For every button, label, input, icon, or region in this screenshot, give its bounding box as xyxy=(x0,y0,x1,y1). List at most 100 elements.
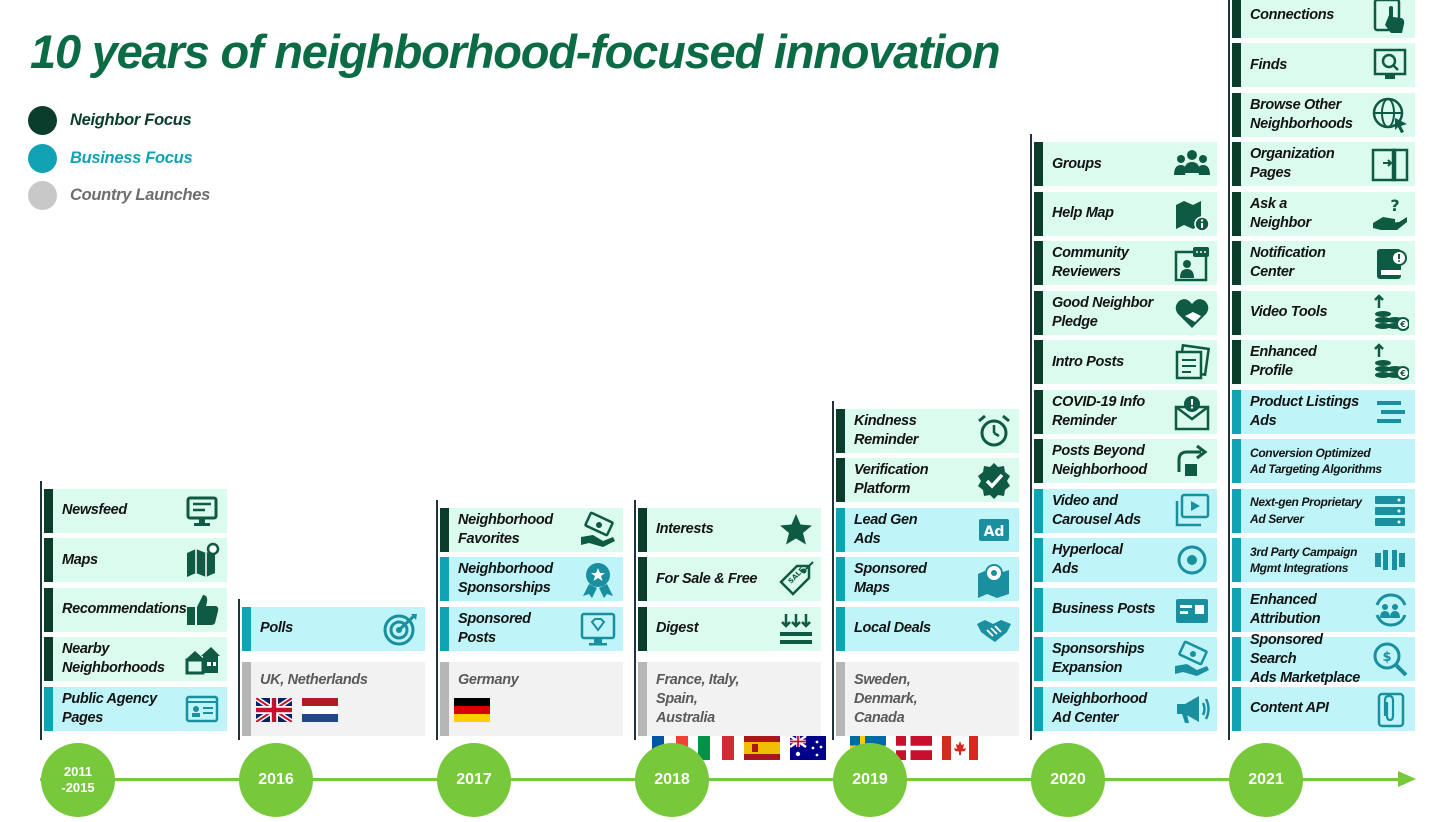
year-marker: 2016 xyxy=(239,743,313,817)
spain-flag-icon xyxy=(744,736,780,760)
mail-alert-icon xyxy=(1174,395,1210,430)
target-icon xyxy=(383,613,417,645)
feature-label: UK, Netherlands xyxy=(260,672,368,688)
category-bar xyxy=(1232,637,1241,681)
feature-label: Groups xyxy=(1052,155,1102,172)
globe-cursor-icon xyxy=(1372,97,1407,133)
category-bar xyxy=(836,662,845,736)
ad-badge-icon: Ad xyxy=(979,518,1009,541)
coin-stack-icon: € xyxy=(1374,293,1409,331)
feature-conversion-optimized-ad-targeting-algorithms: Conversion Optimized Ad Targeting Algori… xyxy=(1232,439,1415,483)
feature-polls: Polls xyxy=(242,606,425,651)
category-bar xyxy=(1034,488,1043,533)
thumbs-up-icon xyxy=(187,594,219,625)
feature-label: Ask a Neighbor xyxy=(1250,195,1311,231)
money-hand-icon xyxy=(1175,640,1209,676)
column-divider xyxy=(238,598,240,740)
feature-label: Connections xyxy=(1250,7,1334,23)
year-marker: 2018 xyxy=(635,743,709,817)
feature-groups: Groups xyxy=(1034,142,1217,186)
category-bar xyxy=(1232,142,1241,186)
category-bar xyxy=(1034,241,1043,285)
column-divider xyxy=(634,499,636,740)
feature-label: Local Deals xyxy=(854,620,931,636)
category-bar xyxy=(1232,340,1241,384)
column-divider xyxy=(1030,134,1032,740)
feature-finds: Finds xyxy=(1232,43,1415,87)
feature-good-neighbor-pledge: Good Neighbor Pledge xyxy=(1034,290,1217,335)
feature-label: Enhanced Profile xyxy=(1250,344,1317,379)
monitor-icon xyxy=(186,496,218,526)
feature-label: Business Posts xyxy=(1052,601,1156,617)
feature-sponsored-posts: Sponsored Posts xyxy=(440,606,623,651)
feature-label: Neighborhood Favorites xyxy=(458,511,553,547)
category-bar xyxy=(638,606,647,651)
flag-row xyxy=(652,736,836,760)
feature-interests: Interests xyxy=(638,507,821,552)
netherlands-flag-icon xyxy=(302,698,338,722)
feature-label: COVID-19 Info Reminder xyxy=(1052,393,1145,429)
coin-stack-icon: € xyxy=(1374,343,1409,380)
feature-organization-pages: Organization Pages xyxy=(1232,142,1415,186)
feature-connections: Connections xyxy=(1232,0,1415,38)
feature-label: Kindness Reminder xyxy=(854,412,919,448)
australia-flag-icon xyxy=(790,736,826,760)
feature-enhanced-profile: Enhanced Profile € xyxy=(1232,340,1415,384)
legend-label: Business Focus xyxy=(70,148,193,167)
feature-label: Video and Carousel Ads xyxy=(1052,492,1141,528)
feature-covid-19-info-reminder: COVID-19 Info Reminder xyxy=(1034,389,1217,434)
denmark-flag-icon xyxy=(896,736,932,760)
business-card-icon xyxy=(1176,598,1208,623)
column-divider xyxy=(832,400,834,740)
feature-label: Sponsored Maps xyxy=(854,561,927,596)
category-bar xyxy=(44,686,53,731)
category-bar xyxy=(44,488,53,533)
map-marker-icon xyxy=(978,564,1009,598)
feature-label: Enhanced Attribution xyxy=(1250,591,1321,627)
category-bar xyxy=(1232,0,1241,38)
category-bar xyxy=(1232,439,1241,483)
feature-neighborhood-favorites: Neighborhood Favorites xyxy=(440,507,623,552)
svg-text:€: € xyxy=(1399,369,1406,378)
category-bar xyxy=(1232,290,1241,335)
megaphone-icon xyxy=(1177,695,1210,723)
reviewer-icon xyxy=(1174,247,1209,282)
share-arrow-icon xyxy=(1177,444,1208,476)
column-divider xyxy=(436,499,438,740)
download-arrows-icon xyxy=(780,613,812,644)
feature-posts-beyond-neighborhood: Posts Beyond Neighborhood xyxy=(1034,439,1217,483)
canada-flag-icon xyxy=(942,736,978,760)
feature-label: Product Listings Ads xyxy=(1250,393,1359,429)
heart-hand-icon xyxy=(1175,298,1209,328)
feature-label: Content API xyxy=(1250,700,1329,716)
feature-label: Organization Pages xyxy=(1250,146,1335,181)
notification-book-icon xyxy=(1377,249,1407,279)
feature-kindness-reminder: Kindness Reminder xyxy=(836,408,1019,453)
feature-newsfeed: Newsfeed xyxy=(44,488,227,533)
map-pin-icon xyxy=(187,542,220,577)
feature-label: Maps xyxy=(62,551,98,568)
feature-sponsorships-expansion: Sponsorships Expansion xyxy=(1034,637,1217,681)
legend-dot-icon xyxy=(28,106,57,136)
question-hand-icon: ? xyxy=(1373,196,1407,230)
feature-france-italy-spain-australia: France, Italy, Spain, Australia xyxy=(638,662,826,760)
category-bar xyxy=(1034,290,1043,335)
category-bar xyxy=(1034,191,1043,236)
feature-product-listings-ads: Product Listings Ads xyxy=(1232,389,1415,434)
feature-label: Nearby Neighborhoods xyxy=(62,641,165,676)
legend-dot-icon xyxy=(28,181,57,211)
flag-row xyxy=(256,698,348,722)
feature-local-deals: Local Deals xyxy=(836,606,1019,651)
feature-label: Finds xyxy=(1250,56,1287,73)
category-bar xyxy=(1034,587,1043,632)
radio-target-icon xyxy=(1177,545,1207,575)
timeline-axis xyxy=(40,778,1405,781)
svg-text:Ad: Ad xyxy=(984,524,1005,540)
year-marker: 2020 xyxy=(1031,743,1105,817)
category-bar xyxy=(44,538,53,582)
category-bar xyxy=(1232,538,1241,582)
feature-label: Sponsored Search Ads Marketplace xyxy=(1250,631,1360,686)
feature-sponsored-maps: Sponsored Maps xyxy=(836,557,1019,601)
feature-recommendations: Recommendations xyxy=(44,587,227,632)
